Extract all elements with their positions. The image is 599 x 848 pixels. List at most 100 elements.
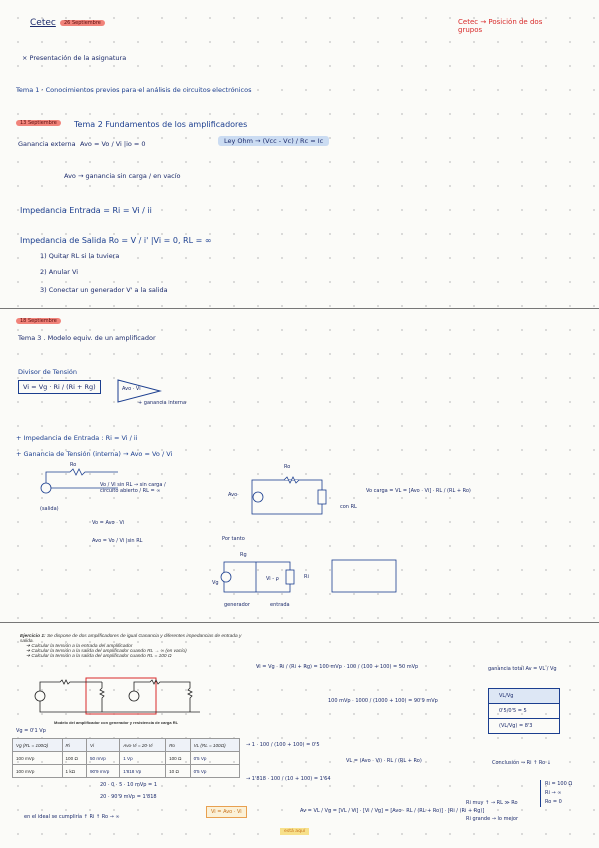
ganancia-total: ganancia total Av = VL / Vg (488, 666, 557, 672)
table-cell: 50 mVp (85, 751, 121, 765)
step-1: 1) Quitar RL si la tuviera (40, 252, 120, 260)
avoi-label: Avo· (228, 492, 239, 498)
ro-top-label: Ro (284, 464, 291, 470)
date-badge-2: 13 Septiembre (16, 120, 61, 126)
calc-a: → 1 · 100 / (100 + 100) = 0'5 (246, 742, 320, 748)
page-title: Cetec (30, 18, 56, 28)
ri-grande: Ri grande → lo mejor (466, 816, 519, 822)
ganancia-externa: Ganancia externa (18, 140, 76, 148)
item-presentacion: × Presentación de la asignatura (22, 54, 127, 62)
table-cell: 10 Ω (165, 764, 191, 778)
divisor-heading: Divisor de Tensión (18, 368, 78, 376)
amp-note: + ganancia interna (138, 400, 187, 406)
calc-b: → 1'818 · 100 / (10 + 100) = 1'64 (246, 776, 331, 782)
exercise-title: Ejercicio 1: (20, 634, 46, 639)
date-badge-1: 26 Septiembre (60, 20, 105, 26)
results-table: Vg (RL = 100Ω) Ri Vi Avo·Vi = 20·Vi Ro V… (12, 738, 241, 778)
vi-calc-2: 100 mVp · 1000 / (1000 + 100) = 90'9 mVp (328, 698, 438, 704)
table-header-cell: Avo·Vi = 20·Vi (119, 738, 167, 752)
amplifier-load-circuit (251, 476, 327, 515)
table-header-cell: VL (RL = 100Ω) (189, 738, 241, 752)
ro-label: Ro (70, 462, 77, 468)
table-cell: 100 Ω (165, 751, 191, 765)
salida-note: (salida) (40, 506, 59, 512)
amplifier-triangle (117, 379, 162, 403)
av-formula: Avo = Vo / Vi |io = 0 (80, 140, 146, 148)
amp-label: Avo · Vi (122, 386, 141, 392)
table-cell: 90'9 mVp (85, 764, 121, 778)
gain-stack-box: VL/Vg 0'5/0'5 = 5 (VL/Vg) = 8'3 (488, 688, 560, 734)
table-cell: 0'5 Vp (189, 764, 241, 778)
right-col-item: Ro = 0 (545, 799, 562, 805)
page-divider-2 (0, 622, 599, 623)
table-cell: 0'5 Vp (189, 751, 241, 765)
table-header-row: Vg (RL = 100Ω) Ri Vi Avo·Vi = 20·Vi Ro V… (12, 738, 241, 752)
table-cell: 100 Ω (61, 751, 87, 765)
vi-orange-box: Vi = Avo · Vi (206, 806, 247, 818)
table-cell: 1'818 Vp (119, 764, 167, 778)
model-caption: Modelo del amplificador con generador y … (54, 720, 179, 725)
conclusion: Conclusión → Ri ↑ Ro ↓ (492, 760, 551, 766)
vo-divider: Vo carga = VL = [Avo · Vi] · RL / (RL + … (366, 488, 471, 494)
right-col-item: Ri = 100 Ω (545, 781, 573, 787)
stack-cell: 0'5/0'5 = 5 (489, 703, 559, 718)
rl-note: Ri muy ↑ → RL ≫ Ro (466, 800, 518, 806)
tema1-heading: Tema 1 · Conocimientos previos para el a… (16, 86, 252, 94)
table-header-cell: Vi (85, 738, 121, 752)
exercise-block: Ejercicio 1: Se dispone de dos amplifica… (20, 634, 250, 659)
vg-note: Vg = 0'1 Vp (16, 728, 46, 734)
date-badge-3: 18 Septiembre (16, 318, 61, 324)
vi-minus-label: Vi - ρ (266, 576, 279, 582)
por-tanto: Por tanto (222, 536, 245, 542)
vg-label: Vg (212, 580, 219, 586)
tema2-heading: Tema 2 Fundamentos de los amplificadores (74, 120, 248, 129)
vi-calc-1: Vi = Vg · Ri / (Ri + Rg) = 100 mVp · 100… (256, 664, 419, 670)
ri-label: Ri (304, 574, 309, 580)
avo-eq: Avo = Vo / Vi |sin RL (92, 538, 143, 544)
table-header-cell: Vg (RL = 100Ω) (12, 738, 63, 752)
table-cell: 100 mVp (12, 764, 63, 778)
bullet-2: ➔ Calcular la tensión a la salida del am… (26, 649, 187, 654)
orange-note: está aquí (280, 828, 310, 835)
ohm-law-box: Ley Ohm → (Vcc - Vc) / Rc = Ic (218, 136, 330, 146)
impedancia-salida: Impedancia de Salida Ro = V / i' |Vi = 0… (20, 236, 212, 245)
calc-d: 20 · 90'9 mVp = 1'818 (100, 794, 157, 800)
table-cell: 1 Vp (119, 751, 167, 765)
table-header-cell: Ro (165, 738, 191, 752)
imp-entrada-2: + Impedancia de Entrada : Ri = Vi / ii (16, 434, 138, 442)
amplifier-model-figure (34, 677, 200, 715)
avo-note: Avo → ganancia sin carga / en vacío (64, 172, 181, 180)
page-divider-1 (0, 308, 599, 309)
bullet-1: ➔ Calcular la tensión a la entrada del a… (26, 644, 133, 649)
av-chain: Av = VL / Vg = [VL / Vi] · [Vi / Vg] = [… (300, 808, 485, 814)
con-rl: con RL (340, 504, 357, 510)
entrada-label: entrada (270, 602, 290, 608)
step-2: 2) Anular Vi (40, 268, 79, 276)
table-header-cell: Ri (61, 738, 87, 752)
rg-label: Rg (240, 552, 247, 558)
stack-cell: (VL/Vg) = 8'3 (489, 718, 559, 733)
ideal-note: en el ideal se cumpliría ↑ Ri ↑ Ro → ∞ (24, 814, 120, 820)
input-circuit (220, 561, 295, 593)
vl-eq: VL = (Avo · Vi) · RL / (RL + Ro) (346, 758, 422, 764)
right-col-item: Ri → ∞ (545, 790, 562, 796)
vo-eq: Vo = Avo · Vi (92, 520, 125, 526)
table-row: 100 mVp 100 Ω 50 mVp 1 Vp 100 Ω 0'5 Vp (12, 751, 241, 765)
table-row: 100 mVp 1 kΩ 90'9 mVp 1'818 Vp 10 Ω 0'5 … (12, 764, 241, 778)
vo-note: Vo / Vi sin RL → sin carga / circuito ab… (100, 482, 166, 494)
gan-tension: + Ganancia de Tensión (interna) → Avo = … (16, 450, 173, 458)
right-col: Ri = 100 Ω Ri → ∞ Ro = 0 (540, 780, 572, 807)
step-3: 3) Conectar un generador V' a la salida (40, 286, 168, 294)
generador-label: generador (224, 602, 250, 608)
divisor-formula: Vi = Vg · Ri / (Ri + Rg) (18, 380, 101, 394)
output-circuit-sketch (40, 468, 118, 494)
impedancia-entrada: Impedancia Entrada = Ri = Vi / ii (20, 206, 152, 215)
calc-c: 20 · 0 · 5 · 10 mVp = 1 (100, 782, 157, 788)
bullet-3: ➔ Calcular la tensión a la salida del am… (26, 654, 172, 659)
stack-cell: VL/Vg (489, 689, 559, 703)
note-right: Cetec → Posición de dos grupos (458, 18, 543, 34)
tema3-heading: Tema 3 . Modelo equiv. de un amplificado… (18, 334, 156, 342)
exercise-text: Se dispone de dos amplificadores de igua… (20, 634, 242, 644)
table-cell: 100 mVp (12, 751, 63, 765)
output-box (331, 559, 397, 593)
